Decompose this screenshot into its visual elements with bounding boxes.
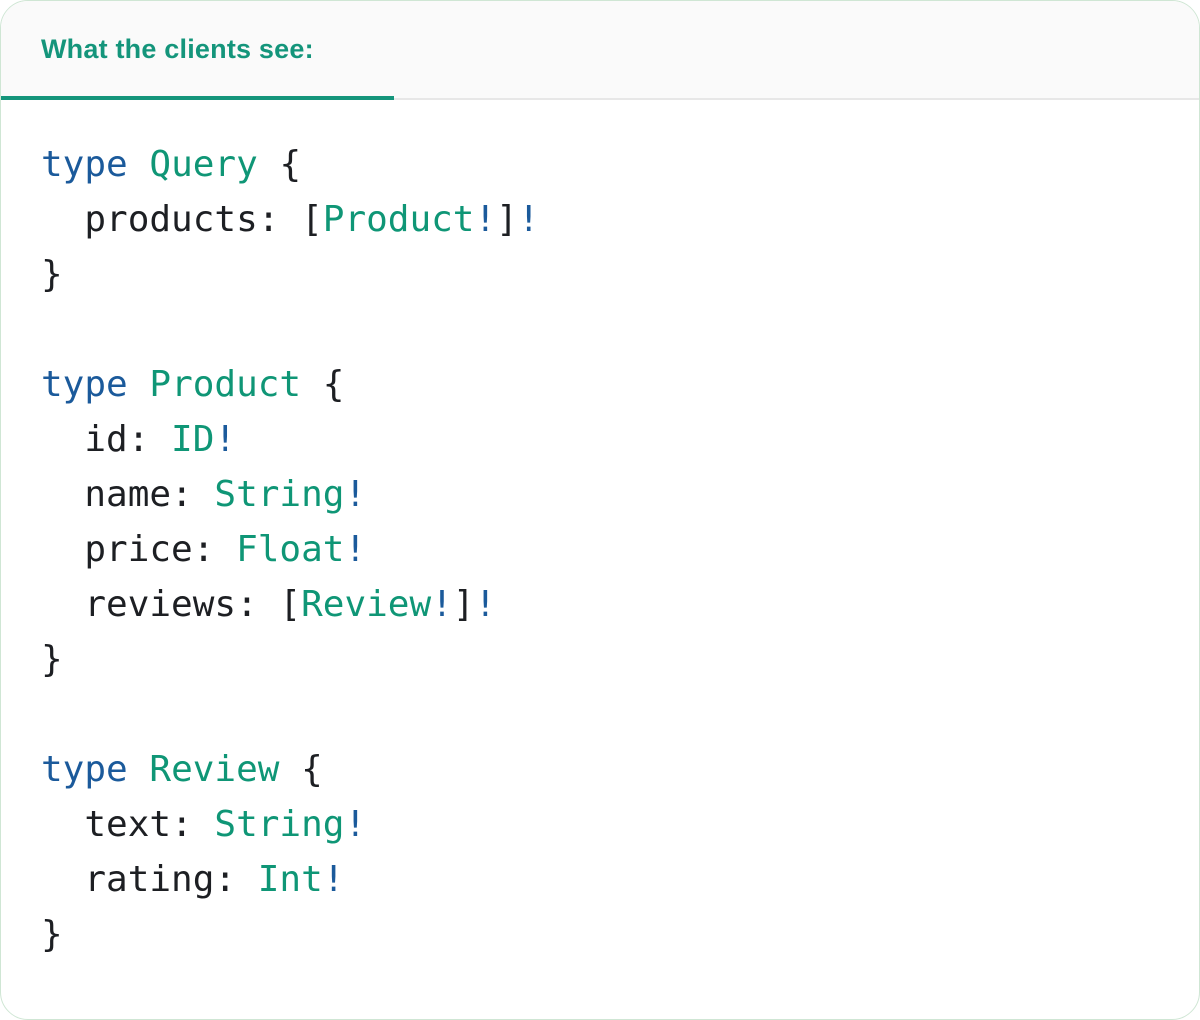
code-token-plain: { — [257, 144, 302, 185]
code-line: products: [Product!]! — [41, 192, 1159, 247]
code-token-type: Review — [301, 584, 432, 625]
code-token-type: Query — [149, 144, 258, 185]
code-line — [41, 687, 1159, 742]
code-line: id: ID! — [41, 412, 1159, 467]
code-token-bang: ! — [344, 804, 367, 845]
code-token-plain — [128, 364, 150, 405]
code-line: price: Float! — [41, 522, 1159, 577]
code-token-plain: { — [301, 364, 345, 405]
code-line: type Query { — [41, 137, 1159, 192]
code-token-plain: id: — [41, 419, 172, 460]
code-token-plain: price: — [41, 529, 237, 570]
code-token-plain: reviews: [ — [41, 584, 302, 625]
code-line: } — [41, 907, 1159, 962]
code-token-bang: ! — [322, 859, 345, 900]
code-token-type: Review — [149, 749, 280, 790]
code-line: } — [41, 632, 1159, 687]
code-token-plain: rating: — [41, 859, 258, 900]
code-line: type Product { — [41, 357, 1159, 412]
code-token-bang: ! — [344, 529, 367, 570]
code-token-plain: name: — [41, 474, 215, 515]
code-token-plain — [128, 144, 150, 185]
code-line: rating: Int! — [41, 852, 1159, 907]
code-token-bang: ! — [431, 584, 453, 625]
tab-what-clients-see[interactable]: What the clients see: — [1, 1, 394, 100]
code-token-bang: ! — [474, 199, 497, 240]
code-line — [41, 302, 1159, 357]
code-token-plain: ] — [496, 199, 518, 240]
code-token-plain: } — [41, 914, 63, 955]
code-token-kw: type — [41, 749, 128, 790]
tab-label: What the clients see: — [41, 34, 314, 64]
code-token-bang: ! — [517, 199, 540, 240]
code-token-plain — [128, 749, 150, 790]
code-token-bang: ! — [344, 474, 367, 515]
code-token-type: Float — [236, 529, 345, 570]
code-token-plain: } — [41, 254, 63, 295]
code-token-type: String — [214, 804, 345, 845]
code-token-plain: products: [ — [41, 199, 323, 240]
code-token-bang: ! — [214, 419, 237, 460]
active-tab-indicator — [1, 96, 394, 100]
code-token-bang: ! — [474, 584, 497, 625]
code-token-type: String — [214, 474, 345, 515]
code-block: type Query { products: [Product!]!} type… — [1, 100, 1199, 962]
code-token-plain: } — [41, 639, 63, 680]
code-token-plain: ] — [452, 584, 475, 625]
code-token-type: Product — [149, 364, 302, 405]
code-token-kw: type — [41, 144, 128, 185]
code-line: reviews: [Review!]! — [41, 577, 1159, 632]
code-token-type: Int — [257, 859, 323, 900]
code-line: text: String! — [41, 797, 1159, 852]
code-line: } — [41, 247, 1159, 302]
code-token-plain: text: — [41, 804, 215, 845]
card-header: What the clients see: — [1, 1, 1199, 100]
code-token-kw: type — [41, 364, 128, 405]
code-line: name: String! — [41, 467, 1159, 522]
code-token-type: ID — [171, 419, 215, 460]
code-token-plain: { — [279, 749, 323, 790]
code-token-type: Product — [322, 199, 475, 240]
code-line: type Review { — [41, 742, 1159, 797]
